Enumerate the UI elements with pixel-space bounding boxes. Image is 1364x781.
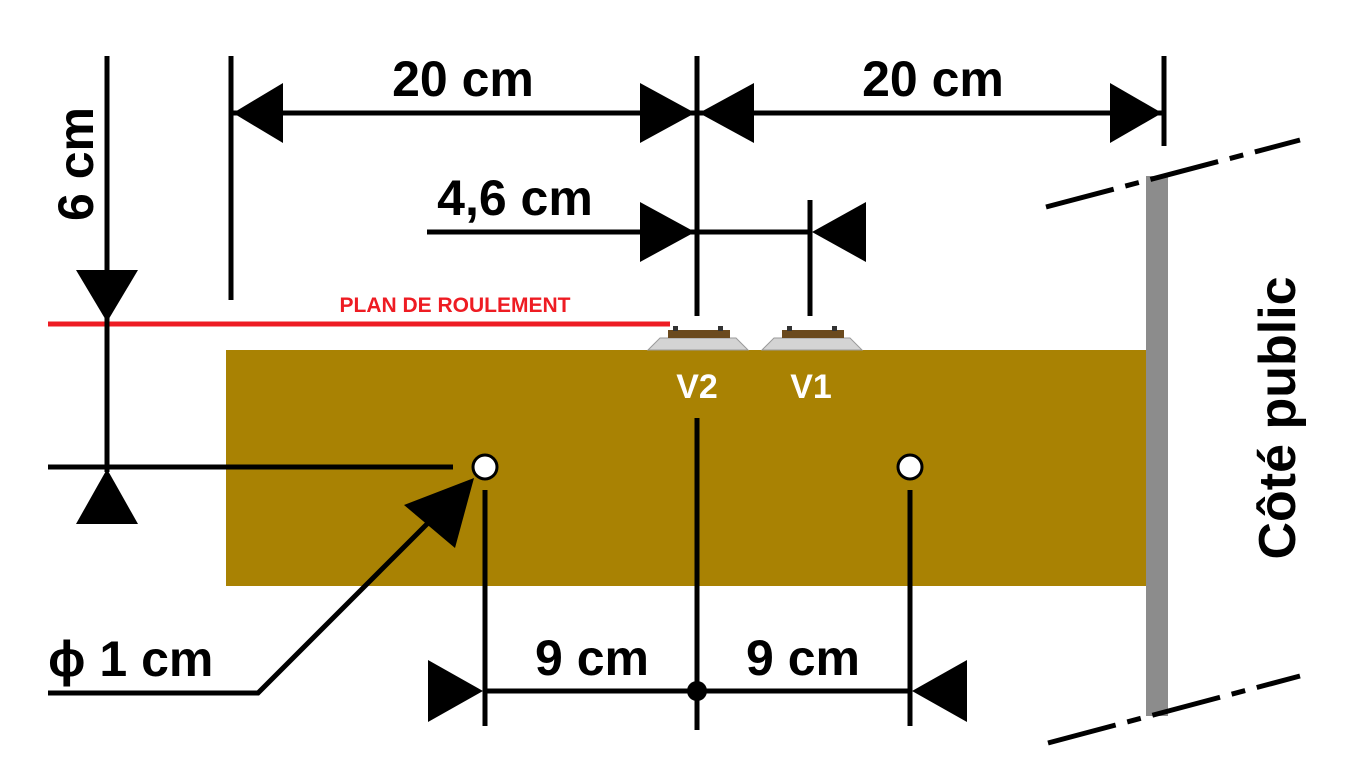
track-2-label: V2	[676, 368, 718, 406]
arrow-head	[428, 660, 483, 722]
height-dimension	[48, 56, 453, 472]
arrow-head	[912, 660, 967, 722]
width-right-label: 20 cm	[862, 51, 1004, 107]
arrow-head	[699, 83, 754, 143]
sleeper-v2	[668, 330, 730, 338]
arrow-head	[233, 83, 283, 143]
hole-right	[896, 453, 924, 481]
public-side-label: Côté public	[1249, 276, 1307, 559]
track-1-label: V1	[790, 368, 832, 406]
centre-dot	[687, 681, 707, 701]
arrow-head	[640, 83, 695, 143]
arrow-head	[76, 469, 138, 524]
fascia-cut-bottom	[1047, 673, 1301, 746]
rail-v2-left	[673, 326, 678, 331]
rail-v2-right	[718, 326, 723, 331]
track-offset-label: 4,6 cm	[437, 170, 593, 226]
height-label: 6 cm	[48, 107, 104, 221]
width-dimension	[228, 56, 1167, 316]
hole-diameter-label: ϕ 1 cm	[48, 631, 213, 687]
arrow-head	[640, 202, 695, 262]
arrow-head	[1110, 83, 1162, 143]
rail-v1-left	[787, 326, 792, 331]
ballast-v1	[760, 337, 864, 351]
hole-left	[471, 453, 499, 481]
arrow-head	[76, 270, 138, 322]
ballast-v2	[646, 337, 750, 351]
sleeper-v1	[782, 330, 844, 338]
arrow-head	[404, 478, 474, 548]
rail-v1-right	[832, 326, 837, 331]
track-offset-dimension	[427, 200, 813, 316]
hole-left-label: 9 cm	[535, 630, 649, 686]
hole-right-label: 9 cm	[746, 630, 860, 686]
rail-plane-label: PLAN DE ROULEMENT	[340, 294, 571, 317]
arrow-head	[812, 202, 866, 262]
fascia-board	[1146, 176, 1168, 716]
fascia-cut-top	[1045, 137, 1301, 210]
width-left-label: 20 cm	[392, 51, 534, 107]
hole-diameter-leader	[48, 519, 432, 696]
